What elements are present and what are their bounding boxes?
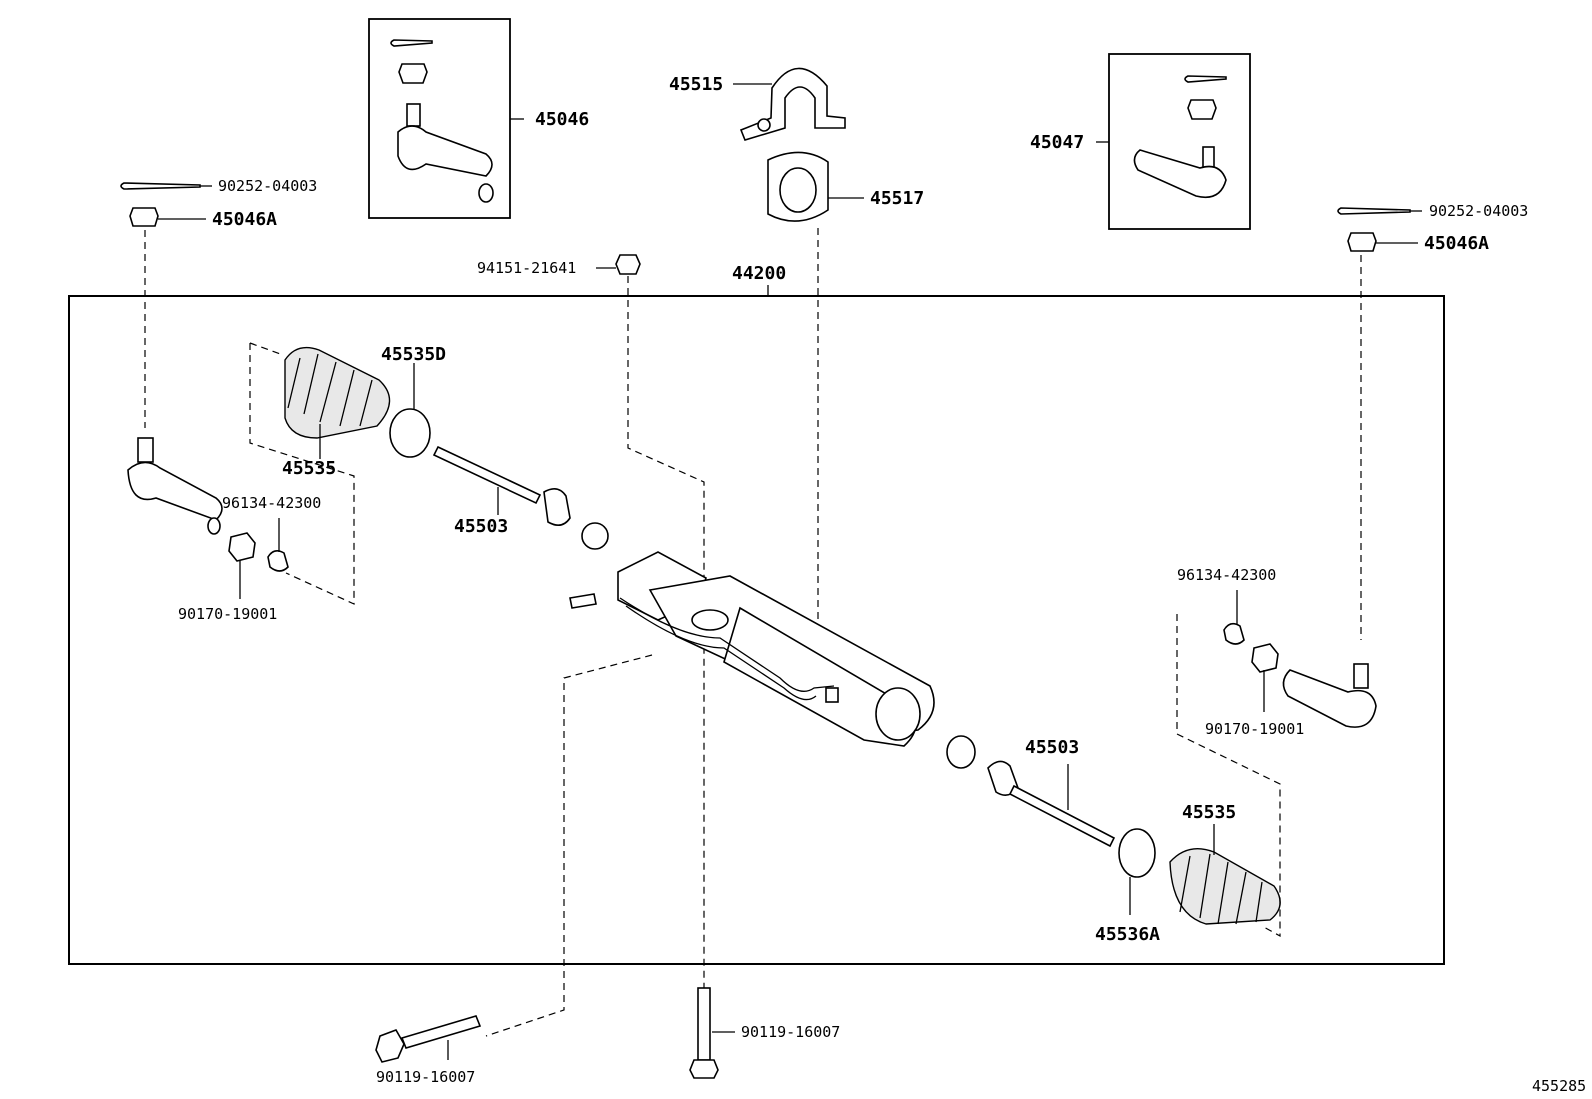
rack-end-right [987, 760, 1116, 848]
kit-box-45047 [1108, 53, 1251, 230]
lock-nut-right [1251, 643, 1279, 673]
label-clip-right: 96134-42300 [1177, 566, 1276, 584]
label-bolt-top: 94151-21641 [477, 259, 576, 277]
label-rack-end-right: 45503 [1025, 737, 1079, 758]
label-lock-nut-left: 90170-19001 [178, 605, 277, 623]
bolt-bottom-right [689, 987, 719, 1079]
label-boot-left: 45535 [282, 458, 336, 479]
label-nut-right: 45046A [1424, 233, 1489, 254]
diagram-id: 455285 [1532, 1077, 1586, 1095]
cotter-pin-left [120, 182, 201, 190]
rack-housing [569, 551, 935, 747]
label-lock-nut-right: 90170-19001 [1205, 720, 1304, 738]
label-45046: 45046 [535, 109, 589, 130]
label-45517: 45517 [870, 188, 924, 209]
label-bolt-bottom-left: 90119-16007 [376, 1068, 475, 1086]
boot-right [1169, 848, 1281, 925]
label-45047: 45047 [1030, 132, 1084, 153]
label-cotter-right: 90252-04003 [1429, 202, 1528, 220]
rack-end-left [432, 445, 609, 550]
clamp-45535d [389, 408, 431, 458]
label-assembly: 44200 [732, 263, 786, 284]
bushing-45517 [767, 151, 829, 222]
label-boot-right: 45535 [1182, 802, 1236, 823]
seal-right [946, 735, 976, 769]
kit-45047-parts [1133, 75, 1227, 199]
tie-rod-end-left [127, 437, 223, 535]
kit-45046-parts [390, 39, 494, 203]
label-bolt-bottom-right: 90119-16007 [741, 1023, 840, 1041]
lock-nut-left [228, 532, 256, 562]
label-45515: 45515 [669, 74, 723, 95]
castle-nut-left [129, 207, 159, 227]
clip-right [1223, 622, 1245, 645]
bracket-45515 [739, 67, 846, 141]
tie-rod-end-right [1282, 663, 1377, 728]
label-nut-left: 45046A [212, 209, 277, 230]
label-clamp-d: 45535D [381, 344, 446, 365]
clip-left [267, 549, 289, 572]
castle-nut-right [1347, 232, 1377, 252]
nut-94151 [615, 254, 641, 275]
boot-left [284, 346, 391, 439]
clamp-45536a [1118, 828, 1156, 878]
cotter-pin-right [1337, 207, 1411, 215]
label-clamp-right: 45536A [1095, 924, 1160, 945]
label-cotter-left: 90252-04003 [218, 177, 317, 195]
bolt-bottom-left [375, 1015, 482, 1063]
label-clip-left: 96134-42300 [222, 494, 321, 512]
label-rack-end-left: 45503 [454, 516, 508, 537]
assembly-frame [68, 295, 1445, 965]
